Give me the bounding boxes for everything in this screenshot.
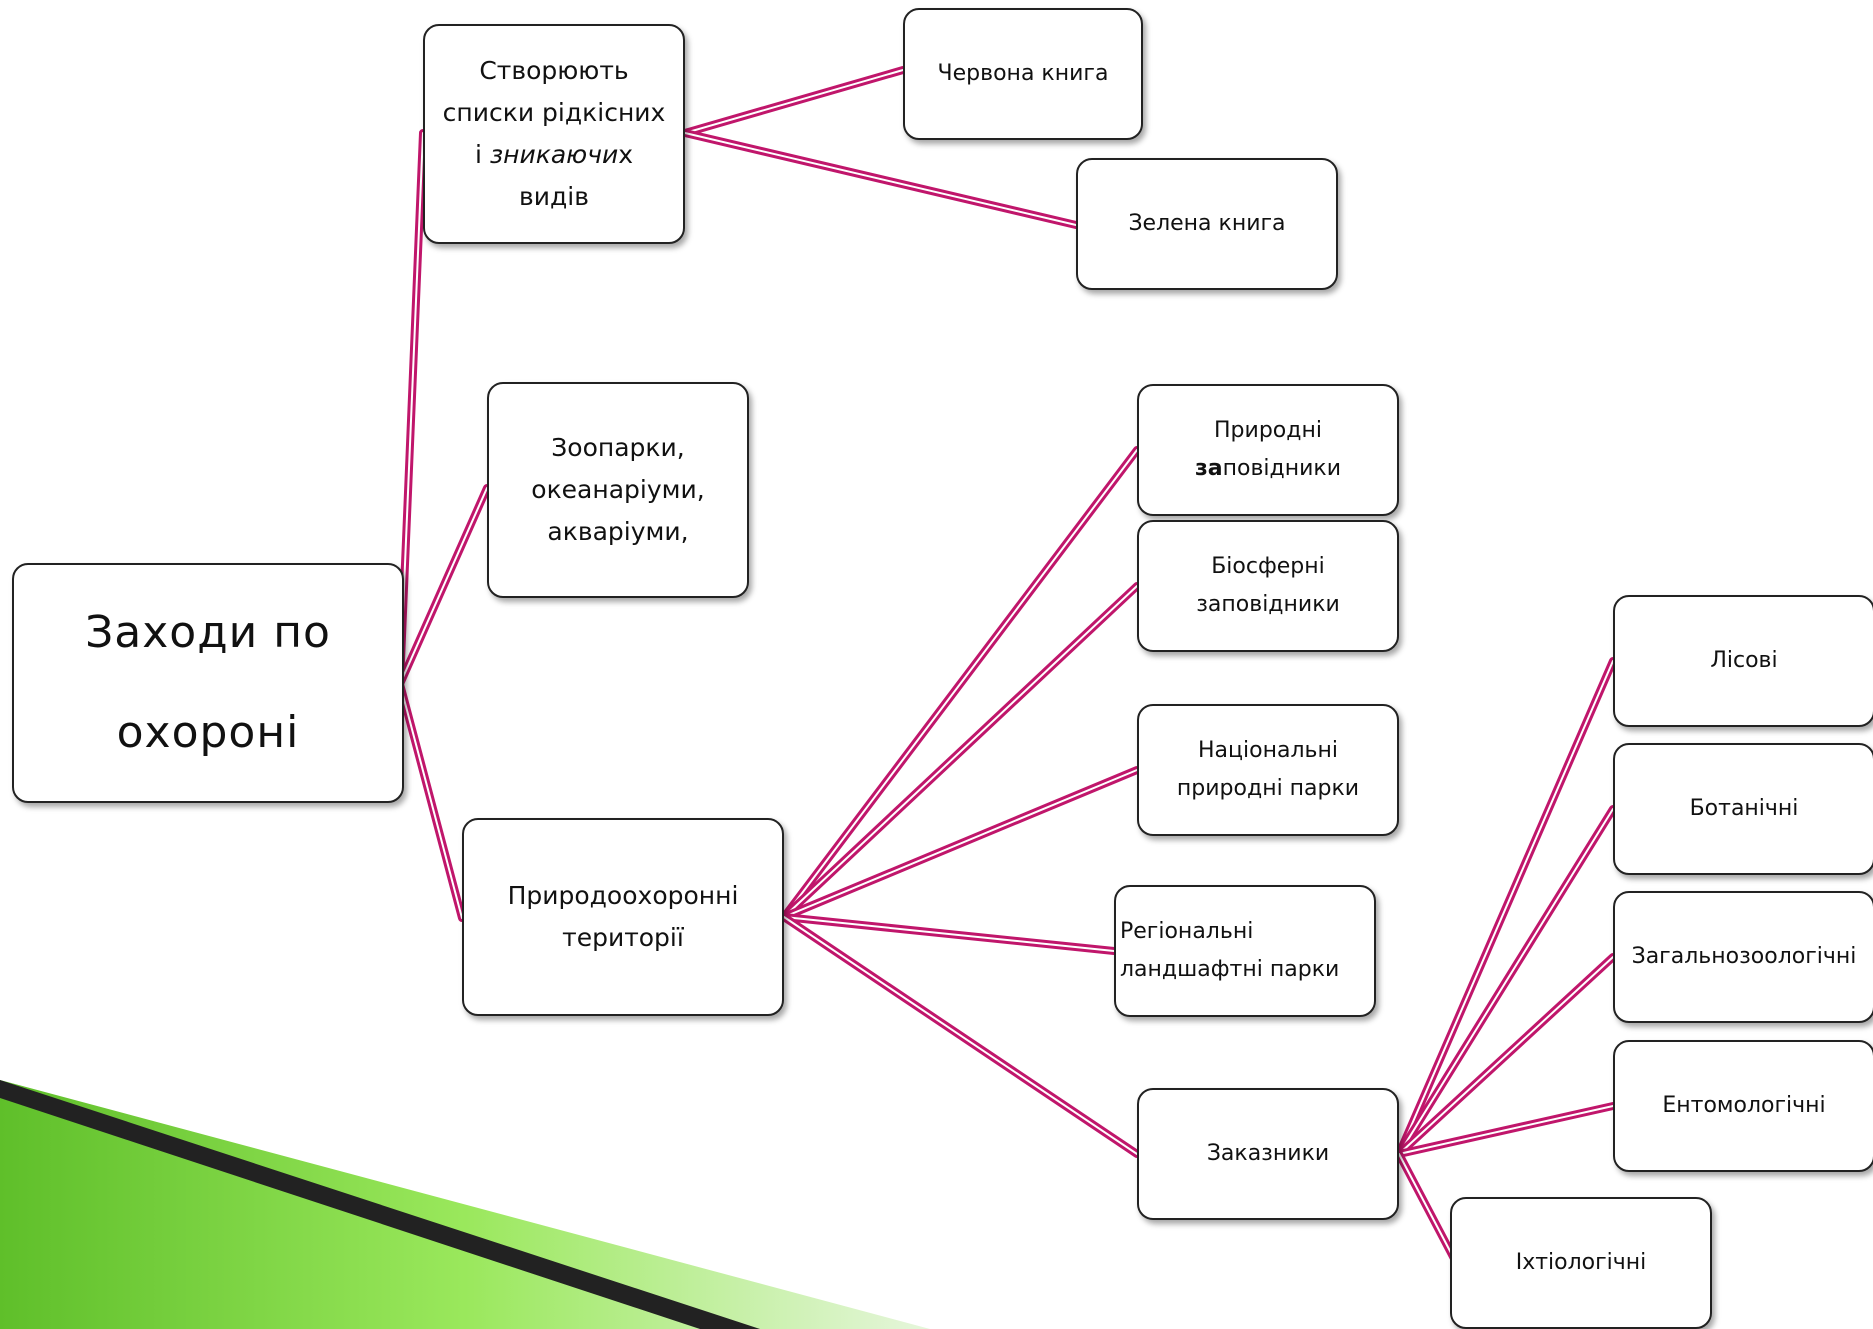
connector-highlight-sanctuaries-to-entomological	[1398, 1105, 1614, 1155]
connector-highlight-sanctuaries-to-zoological	[1398, 956, 1614, 1155]
species-lists-line1: Створюють	[479, 56, 629, 85]
species-lists-line3-end: х	[618, 140, 634, 169]
connector-highlight-protected-to-sanctuaries	[783, 916, 1138, 1155]
nature-reserves-line2-rest: повідники	[1222, 456, 1342, 481]
national-parks-node: Національні природні парки	[1137, 704, 1399, 836]
botanical-label: Ботанічні	[1689, 796, 1799, 821]
decorative-green-shape	[0, 1080, 930, 1329]
species-lists-line4: видів	[519, 182, 589, 211]
species-lists-line3: і зникаючих	[443, 134, 666, 176]
biosphere-line2: заповідники	[1196, 592, 1340, 617]
zoos-line2: океанаріуми,	[531, 475, 705, 504]
entomological-label: Ентомологічні	[1662, 1093, 1826, 1118]
connector-highlight-sanctuaries-to-ichthyological	[1398, 1153, 1461, 1271]
zoological-label: Загальнозоологічні	[1631, 944, 1857, 969]
zoos-line3: акваріуми,	[547, 517, 689, 546]
nature-reserves-line1: Природні	[1214, 418, 1322, 443]
regional-parks-line2: ландшафтні парки	[1120, 957, 1340, 982]
zoos-node: Зоопарки, океанаріуми, акваріуми,	[487, 382, 749, 598]
forest-node: Лісові	[1613, 595, 1873, 727]
connector-highlight-protected-to-nature-reserves	[783, 449, 1138, 918]
protected-areas-line1: Природоохоронні	[507, 881, 739, 910]
ichthyological-label: Іхтіологічні	[1515, 1250, 1647, 1275]
root-node: Заходи по охороні	[12, 563, 404, 803]
connector-highlight-species-lists-to-red-book	[684, 69, 904, 134]
botanical-node: Ботанічні	[1613, 743, 1873, 875]
ichthyological-node: Іхтіологічні	[1450, 1197, 1712, 1329]
species-lists-line2: списки рідкісних	[442, 98, 666, 127]
green-book-node: Зелена книга	[1076, 158, 1338, 290]
connector-highlight-protected-to-biosphere	[783, 585, 1138, 918]
connector-highlight-root-to-zoos	[399, 487, 488, 685]
zoos-line1: Зоопарки,	[551, 433, 685, 462]
regional-parks-node: Регіональні ландшафтні парки	[1114, 885, 1376, 1017]
regional-parks-line1: Регіональні	[1120, 919, 1254, 944]
species-lists-node: Створюють списки рідкісних і зникаючих в…	[423, 24, 685, 244]
species-lists-line3-italic: зникаючи	[489, 140, 619, 169]
nature-reserves-line2-bold: за	[1194, 456, 1223, 481]
connector-highlight-protected-to-national-parks	[783, 769, 1138, 918]
sanctuaries-label: Заказники	[1206, 1141, 1330, 1166]
sanctuaries-node: Заказники	[1137, 1088, 1399, 1220]
zoological-node: Загальнозоологічні	[1613, 891, 1873, 1023]
forest-label: Лісові	[1710, 648, 1778, 673]
decorative-dark-stripe	[0, 1080, 760, 1329]
biosphere-reserves-node: Біосферні заповідники	[1137, 520, 1399, 652]
protected-areas-node: Природоохоронні території	[462, 818, 784, 1016]
red-book-node: Червона книга	[903, 8, 1143, 140]
protected-areas-line2: території	[562, 923, 684, 952]
connector-highlight-sanctuaries-to-botanical	[1398, 808, 1614, 1155]
connector-highlight-sanctuaries-to-forest	[1398, 660, 1614, 1155]
national-parks-line1: Національні	[1198, 738, 1338, 763]
connector-highlight-species-lists-to-green-book	[684, 132, 1077, 226]
connector-highlight-root-to-protected-areas	[399, 683, 463, 919]
red-book-label: Червона книга	[937, 61, 1109, 86]
biosphere-line1: Біосферні	[1211, 554, 1325, 579]
species-lists-line3-plain: і	[474, 140, 490, 169]
nature-reserves-line2: заповідники	[1195, 450, 1341, 488]
root-label-line2: охороні	[116, 707, 300, 758]
national-parks-line2: природні парки	[1176, 776, 1360, 801]
green-book-label: Зелена книга	[1128, 211, 1286, 236]
connector-highlight-protected-to-regional-parks	[783, 916, 1115, 952]
entomological-node: Ентомологічні	[1613, 1040, 1873, 1172]
root-label-line1: Заходи по	[85, 607, 331, 658]
nature-reserves-node: Природні заповідники	[1137, 384, 1399, 516]
